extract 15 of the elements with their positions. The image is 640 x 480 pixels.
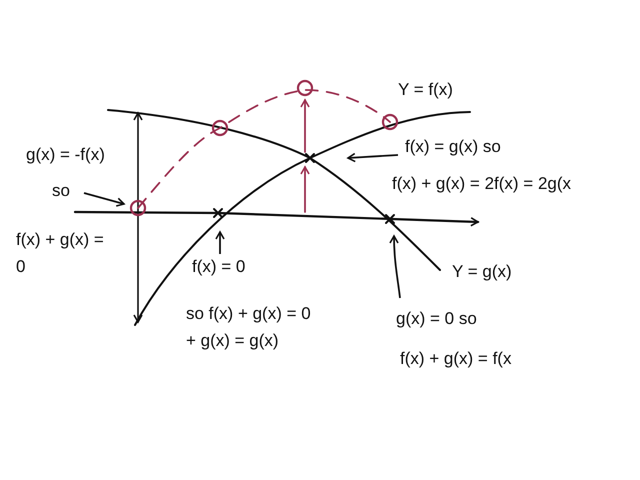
note-text: f(x) = g(x) so — [405, 136, 575, 158]
math-label: Y = f(x) — [398, 79, 454, 101]
arrow — [389, 235, 401, 298]
arrow — [215, 231, 225, 254]
math-label: f(x) + g(x) = 0 — [16, 229, 105, 278]
math-label: f(x) + g(x) = 2f(x) = 2g(x — [392, 173, 572, 195]
math-label: g(x) = -f(x) — [26, 144, 106, 166]
math-label: so f(x) + g(x) = 0 + g(x) = g(x) — [186, 303, 312, 352]
arrow — [84, 192, 125, 207]
note-text: g(x) = 0 so — [396, 308, 536, 330]
note-text: so — [52, 180, 82, 202]
arrow — [347, 152, 398, 162]
math-label: f(x) + g(x) = f(x — [400, 348, 512, 370]
math-label: Y = g(x) — [452, 261, 513, 283]
note-text: f(x) = 0 — [192, 256, 292, 278]
